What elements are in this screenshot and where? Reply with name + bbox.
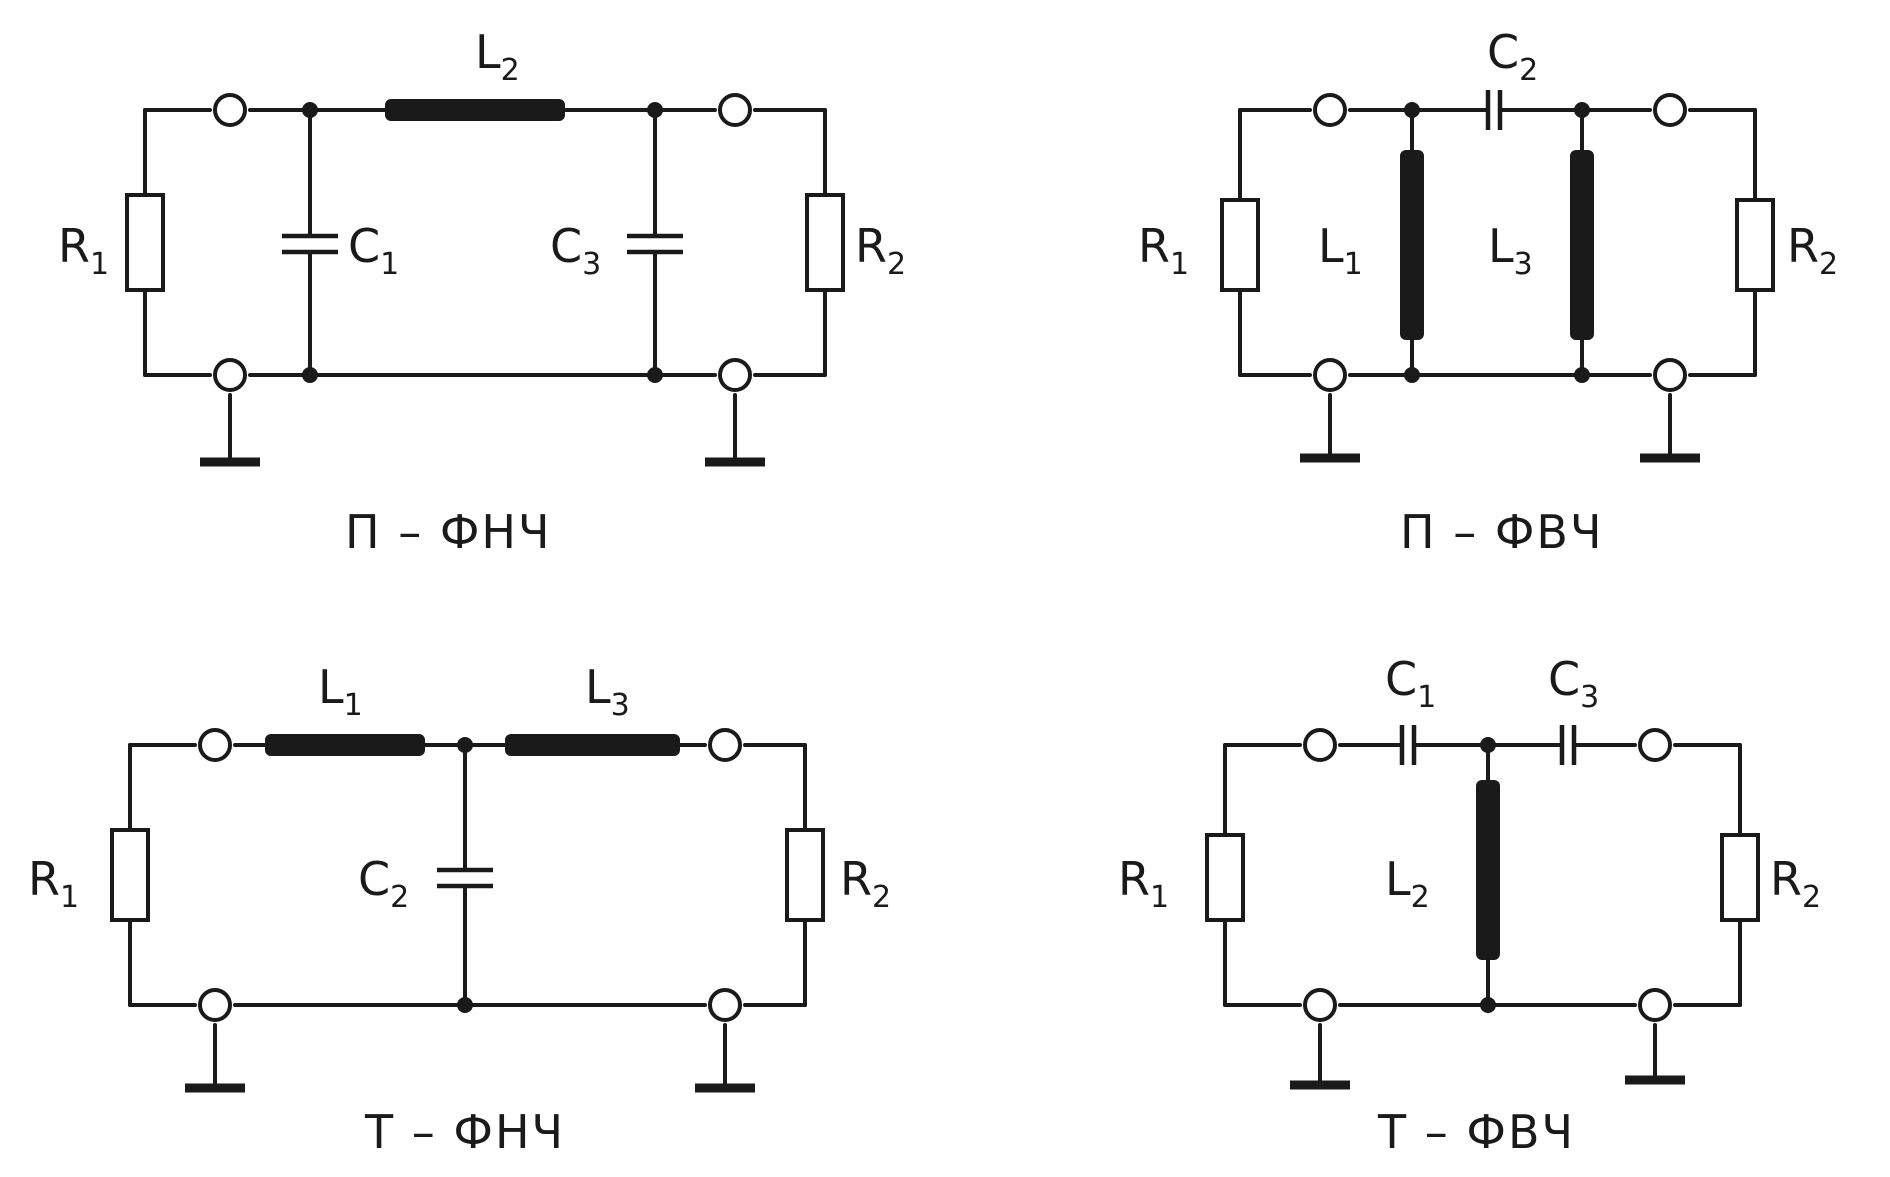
junction-dot [1480, 737, 1496, 753]
inductor-l1 [265, 734, 425, 756]
ground-wire [1328, 393, 1672, 460]
junction-dot [457, 737, 473, 753]
label-r1: R1 [1138, 219, 1189, 282]
label-r2: R2 [840, 852, 891, 915]
capacitor-c1 [282, 233, 338, 255]
caption-pi-highpass: П – ФВЧ [1400, 505, 1604, 559]
terminal [1638, 988, 1672, 1022]
inductor-l2 [385, 99, 565, 121]
resistor-r1 [110, 828, 150, 922]
label-c2: C2 [358, 852, 409, 915]
terminal [198, 728, 232, 762]
junction-dot [1574, 367, 1590, 383]
label-r1: R1 [1118, 852, 1169, 915]
terminal [1303, 728, 1337, 762]
resistor-r2 [1735, 198, 1775, 292]
terminal [1638, 728, 1672, 762]
resistor-r1 [1205, 833, 1245, 922]
terminal [213, 93, 247, 127]
ground-wire [213, 1023, 727, 1090]
capacitor-c3 [1559, 725, 1577, 765]
terminal [708, 988, 742, 1022]
terminal [1303, 988, 1337, 1022]
resistor-r2 [805, 193, 845, 292]
label-l2: L2 [475, 25, 520, 88]
circuit-t-lowpass: R1 R2 L1 L3 C2 Т – ФНЧ [28, 660, 891, 1159]
capacitor-c3 [627, 233, 683, 255]
inductor-l3 [1570, 150, 1594, 340]
caption-t-lowpass: Т – ФНЧ [364, 1105, 565, 1159]
label-c2: C2 [1487, 25, 1538, 88]
junction-dot [302, 367, 318, 383]
junction-dot [302, 102, 318, 118]
terminal [1653, 93, 1687, 127]
capacitor-c1 [1399, 725, 1417, 765]
label-l2: L2 [1385, 852, 1430, 915]
caption-t-highpass: Т – ФВЧ [1377, 1105, 1575, 1159]
label-r2: R2 [1787, 219, 1838, 282]
resistor-r1 [1220, 198, 1260, 292]
inductor-l2 [1476, 780, 1500, 960]
label-l1: L1 [318, 660, 363, 723]
resistor-r2 [1720, 833, 1760, 922]
ground-wire [228, 393, 737, 464]
capacitor-c2 [437, 867, 493, 889]
terminal [198, 988, 232, 1022]
label-c1: C1 [1385, 652, 1436, 715]
label-r2: R2 [855, 219, 906, 282]
resistor-r2 [785, 828, 825, 922]
label-r1: R1 [28, 852, 79, 915]
terminal [718, 93, 752, 127]
junction-dot [1574, 102, 1590, 118]
junction-dot [1480, 997, 1496, 1013]
label-r1: R1 [58, 219, 109, 282]
label-l1: L1 [1318, 219, 1363, 282]
label-c3: C3 [1548, 652, 1599, 715]
inductor-l3 [505, 734, 680, 756]
label-c1: C1 [348, 219, 399, 282]
label-r2: R2 [1770, 852, 1821, 915]
terminal [213, 358, 247, 392]
terminal [1313, 358, 1347, 392]
inductor-l1 [1400, 150, 1424, 340]
resistor-r1 [125, 193, 165, 292]
terminal [1313, 93, 1347, 127]
circuit-pi-lowpass: R1 R2 L2 C1 C3 П – ФНЧ [58, 25, 906, 559]
junction-dot [647, 367, 663, 383]
junction-dot [1404, 102, 1420, 118]
circuit-pi-highpass: R1 R2 C2 L1 L3 П – ФВЧ [1138, 25, 1838, 559]
label-c3: C3 [550, 219, 601, 282]
junction-dot [647, 102, 663, 118]
terminal [708, 728, 742, 762]
caption-pi-lowpass: П – ФНЧ [345, 505, 552, 559]
ground-wire [1318, 1023, 1657, 1087]
label-l3: L3 [1488, 219, 1533, 282]
terminal [718, 358, 752, 392]
terminal [1653, 358, 1687, 392]
label-l3: L3 [585, 660, 630, 723]
circuit-t-highpass: R1 R2 C1 C3 L2 Т – ФВЧ [1118, 652, 1821, 1159]
junction-dot [457, 997, 473, 1013]
capacitor-c2 [1485, 90, 1503, 130]
junction-dot [1404, 367, 1420, 383]
